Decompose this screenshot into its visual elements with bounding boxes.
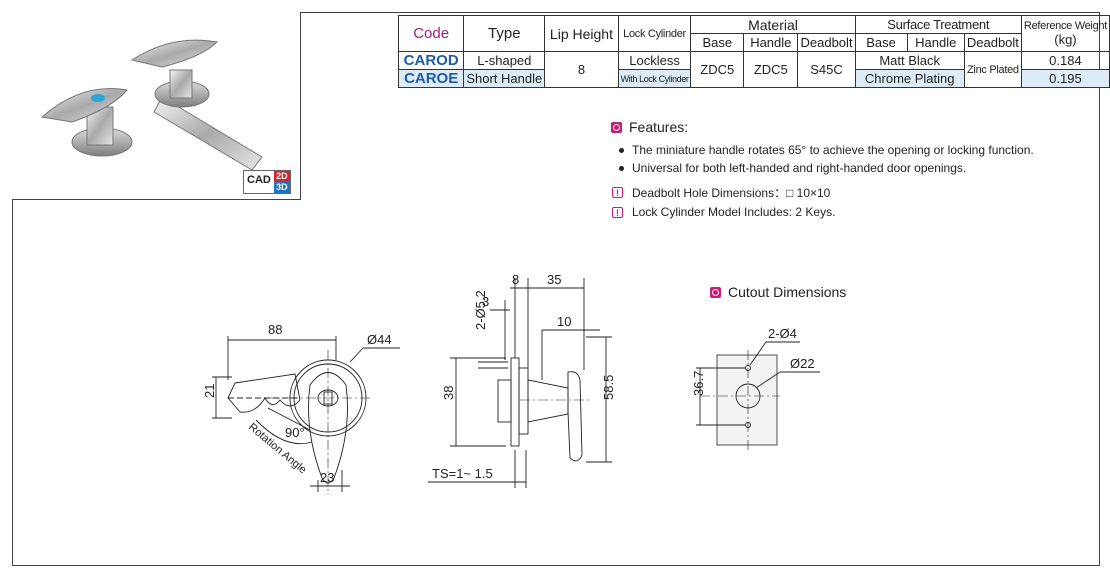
weight-unit: (kg) [1054, 32, 1077, 47]
front-height-label: 21 [202, 384, 217, 398]
cutout-drawing [696, 341, 820, 450]
spec-table: Code Type Lip Height Lock Cylinder Mater… [397, 15, 1110, 88]
header-lip-height: Lip Height [544, 15, 619, 52]
row-weight: 0.184 [1020, 51, 1110, 70]
row-surface: Chrome Plating [854, 69, 965, 88]
cad-2d-label: 2D [273, 171, 290, 182]
header-type: Type [463, 15, 546, 52]
feature-note: ! Lock Cylinder Model Includes: 2 Keys. [612, 205, 835, 219]
side-hole-label: 2-Ø5.2 [473, 290, 488, 330]
side-dim-8: 8 [512, 272, 519, 287]
cad-badge[interactable]: CAD 2D 3D [243, 170, 291, 194]
front-dia-label: Ø44 [367, 332, 392, 347]
side-dim-35: 35 [547, 272, 561, 287]
side-dim-10: 10 [557, 314, 571, 329]
header-material-deadbolt: Deadbolt [797, 33, 856, 52]
feature-text: Universal for both left-handed and right… [632, 161, 967, 175]
section-marker-icon [710, 286, 721, 298]
front-view-drawing [212, 336, 400, 495]
features-heading: Features: [611, 119, 688, 135]
row-type: Short Handle [463, 69, 546, 88]
header-material: Material [690, 15, 856, 34]
reference-weight-label: Reference Weight [1023, 20, 1107, 32]
row-lock-cylinder: Lockless [617, 51, 692, 70]
feature-note: ! Deadbolt Hole Dimensions：□ 10×10 [612, 184, 830, 201]
cutout-heading: Cutout Dimensions [710, 284, 846, 300]
row-lock-cylinder: With Lock Cylinder [617, 69, 692, 88]
material-handle-value: ZDC5 [743, 51, 799, 88]
note-text: Lock Cylinder Model Includes: 2 Keys. [632, 205, 836, 219]
ts-label: TS=1~ 1.5 [432, 466, 493, 481]
material-base-value: ZDC5 [690, 51, 745, 88]
product-photo-box [12, 12, 301, 200]
row-weight: 0.195 [1020, 69, 1110, 88]
row-type: L-shaped [463, 51, 546, 70]
header-code: Code [397, 15, 465, 52]
header-lock-cylinder: Lock Cylinder [617, 15, 692, 52]
side-view-drawing [428, 278, 612, 488]
cutout-title: Cutout Dimensions [728, 284, 847, 300]
cutout-hole-label: 2-Ø4 [768, 326, 797, 341]
exclamation-icon: ! [612, 206, 623, 218]
front-bottom-label: 23 [320, 470, 334, 485]
page-frame [12, 12, 1100, 566]
row-surface: Matt Black [854, 51, 965, 70]
lip-height-value: 8 [544, 51, 619, 88]
note-text: Deadbolt Hole Dimensions：□ 10×10 [632, 186, 831, 200]
feature-bullet: Universal for both left-handed and right… [619, 161, 966, 175]
bullet-dot-icon [619, 147, 624, 153]
side-dim-38: 38 [441, 386, 456, 400]
exclamation-icon: ! [612, 187, 623, 198]
angle-label: 90° [285, 425, 305, 440]
cad-label: CAD [247, 174, 271, 186]
features-title: Features: [629, 119, 689, 135]
cutout-bore-label: Ø22 [790, 356, 815, 371]
bullet-dot-icon [619, 165, 624, 171]
section-marker-icon [611, 121, 622, 133]
side-dim-3: 3 [482, 294, 489, 309]
feature-bullet: The miniature handle rotates 65° to achi… [619, 143, 1034, 157]
product-photo [40, 39, 263, 171]
feature-text: The miniature handle rotates 65° to achi… [632, 143, 1034, 157]
surface-deadbolt-value: Zinc Plated [963, 51, 1022, 88]
material-deadbolt-value: S45C [797, 51, 856, 88]
cad-3d-label: 3D [273, 182, 290, 193]
front-width-label: 88 [268, 322, 282, 337]
header-reference-weight: Reference Weight (kg) [1020, 15, 1110, 52]
row-code: CAROE [397, 69, 465, 88]
side-dim-58-5: 58.5 [601, 375, 616, 400]
cutout-height-label: 36.7 [691, 371, 706, 396]
